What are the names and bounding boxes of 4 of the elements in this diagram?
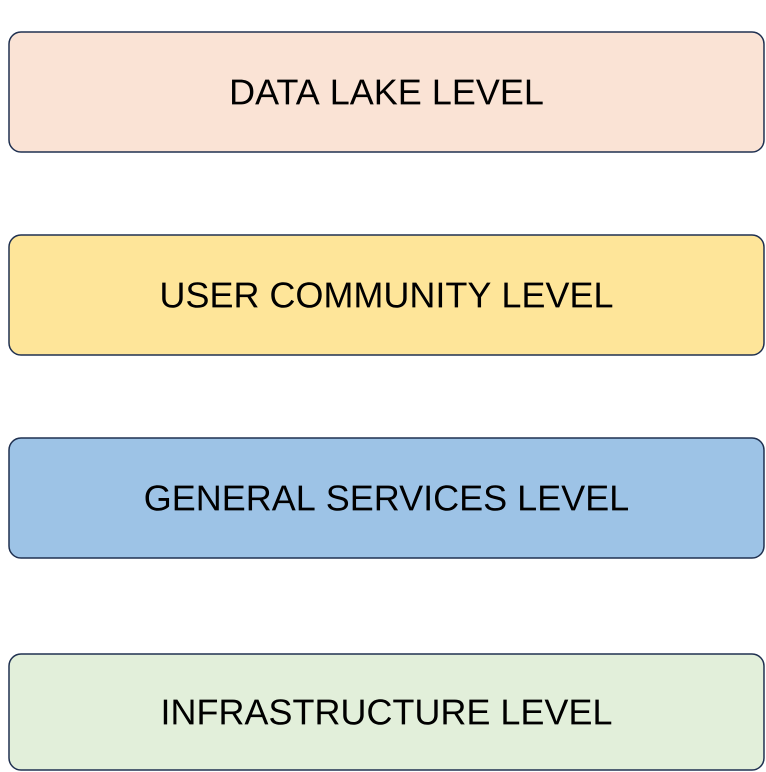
level-box: GENERAL SERVICES LEVEL — [8, 437, 765, 559]
level-box: DATA LAKE LEVEL — [8, 31, 765, 153]
level-box: USER COMMUNITY LEVEL — [8, 234, 765, 356]
level-box: INFRASTRUCTURE LEVEL — [8, 653, 765, 771]
